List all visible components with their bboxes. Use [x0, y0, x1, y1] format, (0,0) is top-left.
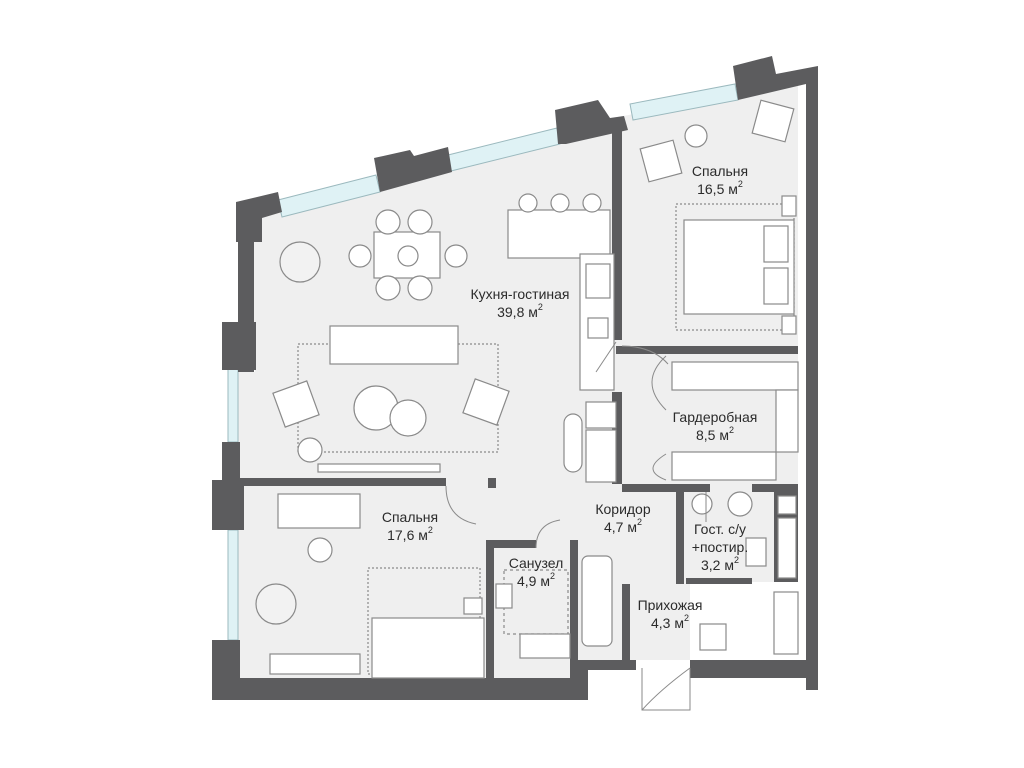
room-area: 39,8 м2 — [497, 302, 543, 321]
cooktop — [585, 263, 611, 299]
dining-centerpiece-icon — [397, 245, 419, 267]
dining-chair — [407, 275, 433, 301]
room-name: Спальня — [691, 163, 749, 179]
door-wardrobe-low — [652, 453, 667, 481]
room-area: 3,2 м2 — [701, 555, 739, 574]
room-label-bathroom: Санузел 4,9 м2 — [496, 554, 576, 590]
room-label-corridor: Коридор 4,7 м2 — [578, 500, 668, 536]
armchair — [462, 378, 510, 426]
desk-chair — [307, 537, 333, 563]
window-living-west — [227, 365, 239, 443]
aux-cabinet — [585, 429, 617, 483]
dining-chair — [348, 244, 372, 268]
side-table — [297, 437, 323, 463]
bar-stool — [550, 193, 570, 213]
room-label-bedroom-1: Спальня 16,5 м2 — [670, 162, 770, 198]
laundry-shelf — [777, 517, 797, 579]
room-label-hallway: Прихожая 4,3 м2 — [620, 596, 720, 632]
pillow — [763, 225, 789, 263]
room-area: 4,3 м2 — [651, 613, 689, 632]
dining-chair — [375, 275, 401, 301]
bar-stool — [518, 193, 538, 213]
sofa — [329, 325, 459, 365]
room-area: 17,6 м2 — [387, 525, 433, 544]
kitchen-sink — [587, 317, 609, 339]
room-label-guest-wc: Гост. с/у +постир. 3,2 м2 — [680, 520, 760, 574]
entry-door — [641, 668, 691, 711]
room-area: 4,7 м2 — [604, 517, 642, 536]
toilet — [495, 583, 513, 609]
room-name: Кухня-гостиная — [470, 286, 570, 302]
plant-icon — [279, 241, 321, 283]
room-name: Коридор — [595, 501, 651, 517]
coffee-table — [389, 399, 427, 437]
dining-chair — [407, 209, 433, 235]
pillow — [763, 267, 789, 305]
room-name: Прихожая — [637, 597, 703, 613]
washing-machine-icon — [727, 491, 753, 517]
door-corridor — [445, 485, 477, 525]
room-label-wardrobe: Гардеробная 8,5 м2 — [660, 408, 770, 444]
freestanding-tub — [563, 413, 583, 473]
double-bed — [371, 617, 485, 679]
room-name: Санузел — [508, 555, 564, 571]
wardrobe-shelf — [671, 451, 777, 481]
nightstand — [781, 195, 797, 217]
bench — [269, 653, 361, 675]
kitchen-island — [507, 209, 611, 259]
wardrobe-shelf — [775, 389, 799, 453]
entry-door-swing — [641, 667, 691, 711]
room-area: 4,9 м2 — [517, 571, 555, 590]
toilet — [745, 537, 767, 567]
desk — [277, 493, 361, 529]
room-label-bedroom-2: Спальня 17,6 м2 — [360, 508, 460, 544]
armchair — [272, 380, 320, 428]
plant-icon — [255, 583, 297, 625]
room-name-line2: +постир. — [691, 539, 749, 555]
tv-console — [317, 463, 441, 473]
dining-chair — [375, 209, 401, 235]
exterior-walls — [212, 56, 818, 700]
hallway-wardrobe — [773, 591, 799, 655]
dining-chair — [444, 244, 468, 268]
room-name-line1: Гост. с/у — [694, 521, 746, 537]
aux-cabinet — [585, 401, 617, 429]
room-name: Гардеробная — [672, 409, 758, 425]
room-name: Спальня — [381, 509, 439, 525]
door-kitchen — [595, 341, 617, 373]
bar-stool — [582, 193, 602, 213]
nightstand — [781, 315, 797, 335]
door-bathroom — [535, 519, 561, 549]
bathtub — [581, 555, 613, 647]
door-bedroom1 — [621, 345, 669, 365]
laundry-shelf — [777, 495, 797, 515]
furniture — [255, 99, 799, 679]
washbasin — [519, 633, 571, 659]
washbasin — [691, 493, 713, 515]
room-area: 16,5 м2 — [697, 179, 743, 198]
side-table — [684, 124, 708, 148]
armchair — [639, 139, 683, 183]
door-wardrobe — [651, 355, 667, 411]
nightstand — [463, 597, 483, 615]
entry-mat — [699, 623, 727, 651]
doors — [445, 341, 707, 711]
window-bedroom2-west — [227, 529, 239, 641]
room-area: 8,5 м2 — [696, 425, 734, 444]
wardrobe-shelf — [671, 361, 799, 391]
room-label-kitchen-living: Кухня-гостиная 39,8 м2 — [440, 285, 600, 321]
armchair — [751, 99, 795, 143]
